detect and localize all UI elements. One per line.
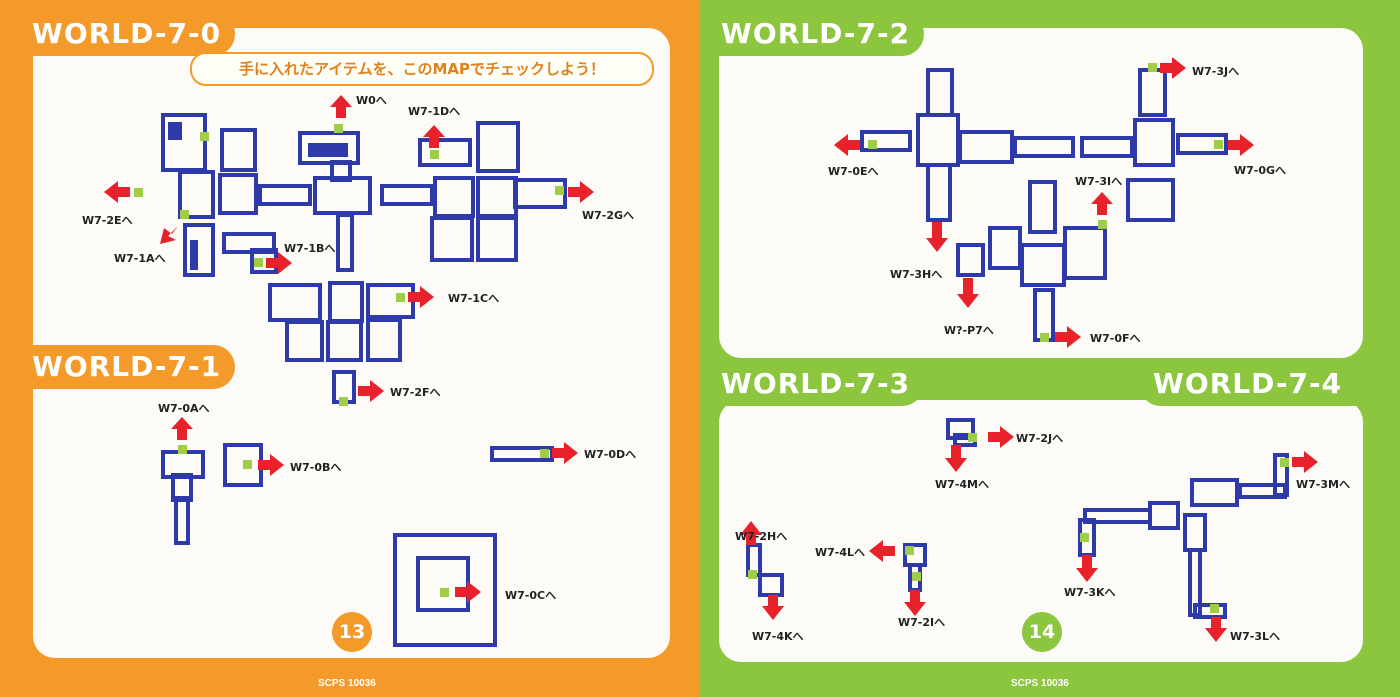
exit-label-w7-4l: W7-4Lへ [815, 546, 866, 559]
exit-label-w7-0b: W7-0Bへ [290, 461, 342, 474]
exit-label-w7-1d: W7-1Dへ [408, 105, 461, 118]
exit-label-w7-1a: W7-1Aへ [114, 252, 166, 265]
exit-label-w7-3j: W7-3Jへ [1192, 65, 1240, 78]
page-number-14: 14 [1022, 612, 1062, 652]
world-7-0-title: WORLD-7-0 [18, 12, 236, 56]
exit-label-w7-0a: W7-0Aへ [158, 402, 210, 415]
world-7-3-map [746, 418, 977, 597]
world-7-3-title: WORLD-7-3 [707, 362, 925, 406]
exit-label-w7-0d: W7-0Dへ [584, 448, 637, 461]
exit-label-w7-1b: W7-1Bへ [284, 242, 336, 255]
exit-label-w7-1c: W7-1Cへ [448, 292, 500, 305]
exit-label-w0: W0へ [356, 94, 387, 107]
world-7-1-title: WORLD-7-1 [18, 345, 236, 389]
panel-world-7-2 [719, 28, 1363, 358]
exit-label-w-p7: W?-P7へ [944, 324, 994, 337]
exit-label-w7-0f: W7-0Fへ [1090, 332, 1141, 345]
world-7-1-map [161, 443, 554, 647]
exit-label-w7-2i: W7-2Iへ [898, 616, 946, 629]
exit-label-w7-3h: W7-3Hへ [890, 268, 943, 281]
catalog-number-right: SCPS 10036 [1011, 678, 1069, 689]
item-check-banner: 手に入れたアイテムを、このMAPでチェックしよう！ [190, 52, 654, 86]
left-page: WORLD-7-0 手に入れたアイテムを、このMAPでチェックしよう！ WORL… [0, 0, 699, 697]
exit-label-w7-2h: W7-2Hへ [735, 530, 788, 543]
exit-label-w7-4m: W7-4Mへ [935, 478, 989, 491]
world-7-2-title: WORLD-7-2 [707, 12, 925, 56]
exit-label-w7-3k: W7-3Kへ [1064, 586, 1116, 599]
world-7-2-map [860, 63, 1228, 342]
exit-label-w7-0c: W7-0Cへ [505, 589, 557, 602]
exit-label-w7-3i: W7-3Iへ [1075, 175, 1123, 188]
exit-label-w7-3l: W7-3Lへ [1230, 630, 1281, 643]
exit-label-w7-2e: W7-2Eへ [82, 214, 133, 227]
exit-label-w7-2j: W7-2Jへ [1016, 432, 1064, 445]
page-number-13: 13 [332, 612, 372, 652]
world-7-0-map [134, 113, 567, 406]
catalog-number-left: SCPS 10036 [318, 678, 376, 689]
exit-label-w7-2f: W7-2Fへ [390, 386, 441, 399]
exit-label-w7-0e: W7-0Eへ [828, 165, 879, 178]
exit-label-w7-3m: W7-3Mへ [1296, 478, 1350, 491]
right-page: WORLD-7-2 WORLD-7-3 WORLD-7-4 14 SCPS 10… [699, 0, 1400, 697]
exit-label-w7-4k: W7-4Kへ [752, 630, 804, 643]
exit-label-w7-2g: W7-2Gへ [582, 209, 635, 222]
world-7-4-title: WORLD-7-4 [1139, 362, 1357, 406]
exit-arrows [104, 57, 1318, 642]
exit-label-w7-0g: W7-0Gへ [1234, 164, 1287, 177]
